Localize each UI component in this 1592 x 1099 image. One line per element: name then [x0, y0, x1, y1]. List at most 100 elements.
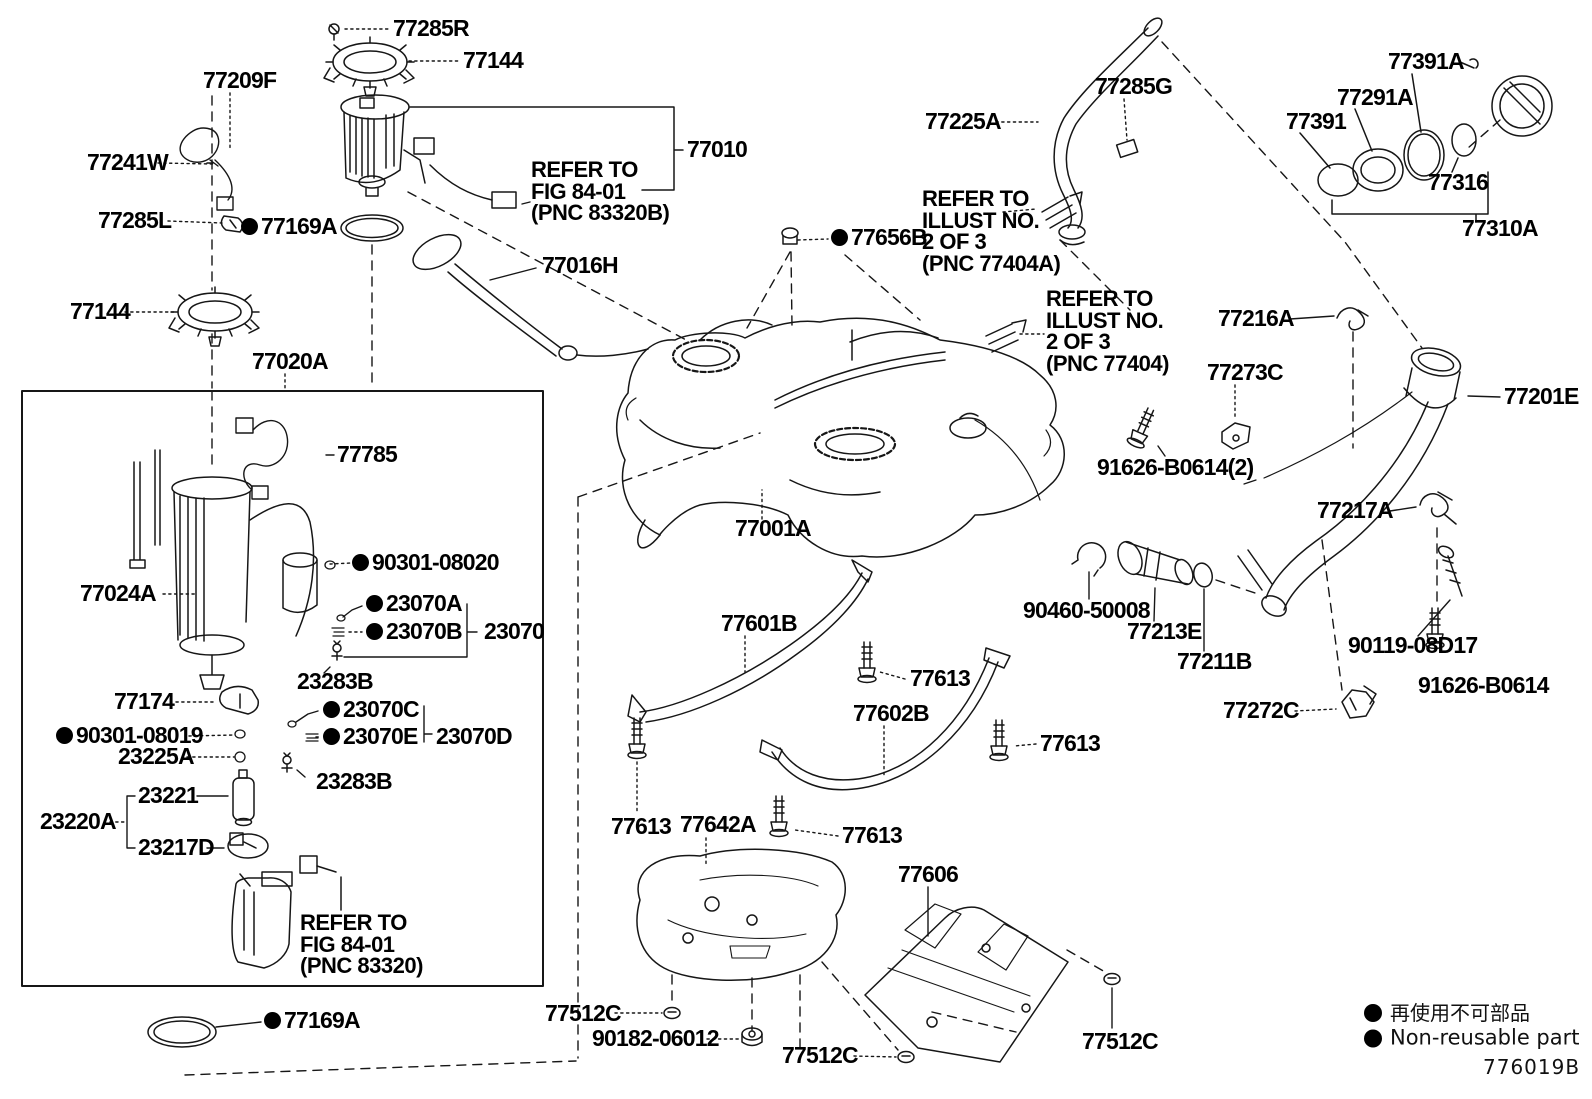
part-label: 77606: [898, 861, 959, 888]
part-number-text: 77310A: [1462, 215, 1539, 242]
note-line: REFER TO: [300, 910, 407, 935]
non-reusable-dot-icon: [1364, 1004, 1382, 1022]
part-number-text: 77016H: [542, 252, 619, 279]
note-line: (PNC 77404): [1046, 350, 1169, 376]
part-number-text: 77391A: [1388, 48, 1465, 75]
note-line: FIG 84-01: [531, 178, 626, 204]
bolt-91626-B0614-upper: [1125, 404, 1160, 451]
non-reusable-dot-icon: [323, 728, 340, 746]
cushion-77512C-right: [1103, 972, 1121, 986]
part-number-text: 77169A: [261, 213, 338, 240]
part-label: 77613: [611, 813, 672, 840]
part-number-text: 77642A: [680, 811, 757, 838]
suction-tube-77016H: [412, 233, 649, 361]
part-label: 23217D: [138, 836, 215, 859]
filler-pipe-77201E: [1237, 347, 1462, 617]
part-label: 23070A: [366, 592, 463, 615]
non-reusable-dot-icon: [366, 623, 383, 641]
part-label: 77020A: [252, 350, 329, 373]
part-number-text: 23283B: [316, 768, 393, 795]
gasket-77169A-top: [340, 214, 404, 242]
part-label: 77213E: [1127, 620, 1202, 643]
part-number-text: 77606: [898, 861, 959, 888]
gasket-77391A-ring: [1403, 129, 1445, 181]
legend-non-reusable-jp: 再使用不可部品: [1364, 1003, 1530, 1023]
part-label: 77391: [1286, 110, 1347, 133]
part-number-text: 23070B: [386, 618, 463, 645]
part-number-text: 90119-08D17: [1348, 632, 1478, 659]
part-label: 77291A: [1337, 84, 1414, 111]
part-number-text: 90301-08020: [372, 549, 500, 576]
valve-23283B-upper: [331, 640, 343, 661]
part-number-text: 77613: [611, 813, 672, 840]
part-number-text: 77241W: [87, 149, 169, 176]
part-label: 77169A: [241, 213, 338, 240]
filter-23217D: [227, 832, 269, 859]
part-number-text: 77217A: [1317, 497, 1394, 524]
part-label: 23070D: [436, 723, 513, 750]
part-number-text: 77272C: [1223, 697, 1300, 724]
strap-bolt-77613-b: [989, 719, 1009, 762]
part-number-text: 77291A: [1337, 84, 1414, 111]
part-label: 77144: [70, 298, 131, 325]
part-number-text: 77273C: [1207, 359, 1284, 386]
part-label: 77512C: [1082, 1030, 1159, 1053]
part-number-text: 23070C: [343, 696, 420, 723]
part-label: 77285G: [1095, 73, 1173, 100]
part-number-text: 77285G: [1095, 73, 1173, 100]
part-number-text: 77174: [114, 688, 175, 715]
part-number-text: 23070D: [436, 723, 513, 750]
part-number-text: 77201E: [1504, 383, 1579, 410]
part-number-text: 77656B: [851, 224, 928, 251]
small-fasteners: [234, 560, 346, 763]
part-label: 23283B: [316, 768, 393, 795]
part-label: 77169A: [264, 1009, 361, 1032]
part-number-text: 77225A: [925, 108, 1002, 135]
non-reusable-dot-icon: [1364, 1029, 1382, 1047]
part-number-text: 77211B: [1177, 648, 1252, 675]
part-label: 77613: [1040, 730, 1101, 757]
part-number-text: 23070E: [343, 723, 418, 750]
part-number-text: 77785: [337, 441, 398, 468]
part-label: 77656B: [831, 224, 928, 251]
note-line: (PNC 77404A): [922, 250, 1061, 276]
part-number-text: 77613: [1040, 730, 1101, 757]
part-label: 23220A: [40, 808, 117, 835]
part-label: 77285R: [393, 17, 470, 40]
strap-bolt-77613-d: [769, 795, 789, 838]
non-reusable-dot-icon: [56, 727, 73, 745]
part-number-text: 77144: [70, 298, 131, 325]
note-line: FIG 84-01: [300, 931, 395, 957]
leader-lines: [109, 28, 1337, 1058]
part-number-text: 77613: [910, 665, 971, 692]
part-number-text: 23283B: [297, 668, 374, 695]
part-number-text: 90460-50008: [1023, 597, 1151, 624]
note-line: REFER TO: [1046, 286, 1153, 311]
non-reusable-dot-icon: [831, 229, 848, 247]
clip-77174: [219, 685, 260, 715]
drawing-number: 776019B: [1483, 1055, 1581, 1079]
part-label: 90301-08019: [56, 724, 204, 747]
non-reusable-dot-icon: [323, 701, 340, 719]
part-label: 77273C: [1207, 359, 1284, 386]
tank-protector-77642A: [636, 848, 846, 982]
seal-77391: [1317, 163, 1359, 197]
sender-wire-77209F: [179, 127, 234, 211]
construction-lines: [184, 41, 1501, 1076]
sub-assembly-box: [21, 390, 544, 987]
note-line: ILLUST NO.: [1046, 307, 1164, 333]
leader-lines-solid: [126, 201, 1501, 1029]
part-label: 77601B: [721, 612, 798, 635]
part-label: 77211B: [1177, 650, 1252, 673]
part-label: 77613: [842, 824, 903, 847]
part-number-text: 77001A: [735, 515, 812, 542]
clamp-77285L: [220, 215, 244, 233]
part-number-text: 77316: [1428, 169, 1489, 196]
part-number-text: 23220A: [40, 808, 117, 835]
harness-77785: [235, 417, 289, 500]
strap-bolt-77613-a: [857, 641, 877, 684]
part-label: 23070: [484, 620, 545, 643]
screw-90119-08D17: [1437, 545, 1463, 597]
